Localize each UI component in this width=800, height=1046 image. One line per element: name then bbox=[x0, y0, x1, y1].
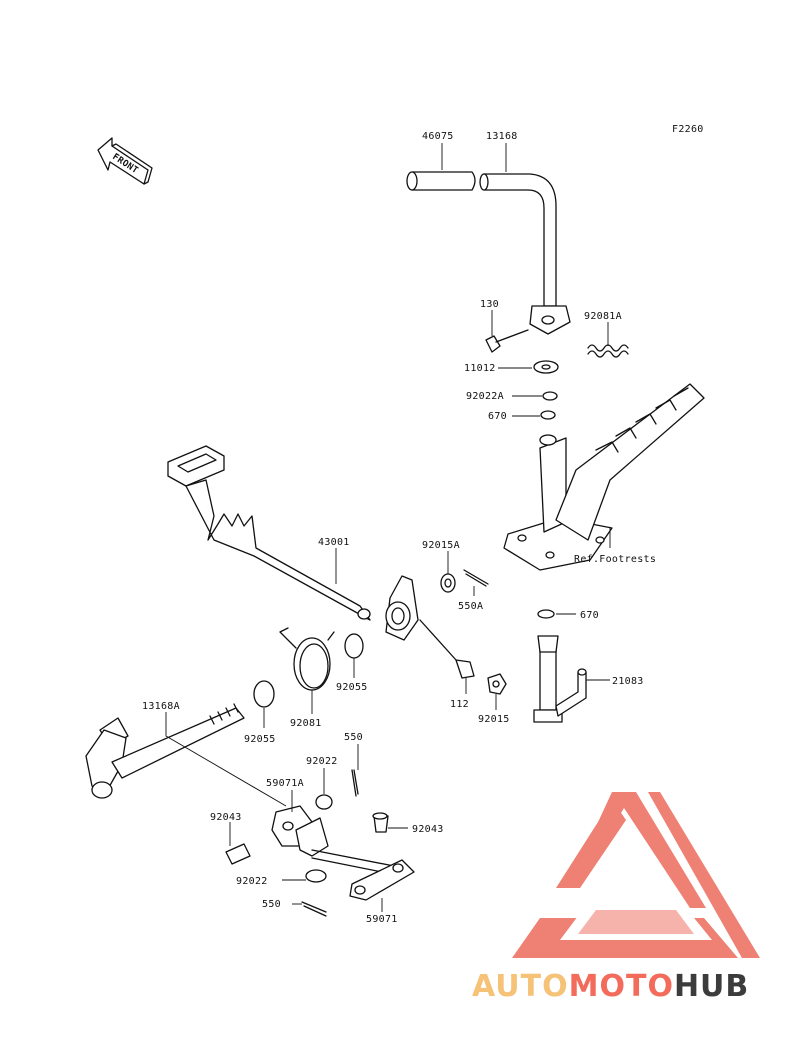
part-label-550-lower: 550 bbox=[262, 899, 281, 910]
link-59071A bbox=[271, 805, 329, 857]
part-label-92043-left: 92043 bbox=[210, 812, 242, 823]
washer-92022A bbox=[542, 391, 558, 401]
part-label-92015A: 92015A bbox=[422, 540, 460, 551]
nut-92015A bbox=[440, 573, 456, 593]
shaft-13168A bbox=[85, 703, 245, 799]
nut-92015 bbox=[487, 673, 507, 695]
pin-92043-left bbox=[225, 843, 251, 865]
part-label-13168: 13168 bbox=[486, 131, 518, 142]
part-label-92043-right: 92043 bbox=[412, 824, 444, 835]
figure-code: F2260 bbox=[672, 124, 704, 135]
oring-92055-right bbox=[344, 633, 364, 659]
part-label-21083: 21083 bbox=[612, 676, 644, 687]
part-label-92081: 92081 bbox=[290, 718, 322, 729]
watermark-logo bbox=[512, 792, 760, 958]
part-labels: 46075 13168 130 92081A 11012 92022A 670 … bbox=[142, 131, 644, 925]
watermark-part-hub: HUB bbox=[674, 969, 749, 1004]
bolt-112 bbox=[419, 619, 475, 679]
shift-lever-13168 bbox=[479, 173, 571, 335]
part-label-59071: 59071 bbox=[366, 914, 398, 925]
washer-92022-upper bbox=[315, 794, 333, 810]
part-label-112: 112 bbox=[450, 699, 469, 710]
part-label-59071A: 59071A bbox=[266, 778, 304, 789]
link-59071 bbox=[349, 859, 415, 901]
spring-92081 bbox=[279, 627, 335, 691]
part-label-13168A: 13168A bbox=[142, 701, 180, 712]
part-label-92081A: 92081A bbox=[584, 311, 622, 322]
shaft-21083 bbox=[533, 635, 587, 723]
oring-670-upper bbox=[540, 410, 556, 420]
washer-92022-lower bbox=[305, 869, 327, 883]
part-label-550-upper: 550 bbox=[344, 732, 363, 743]
part-label-92022-upper: 92022 bbox=[306, 756, 338, 767]
part-label-43001: 43001 bbox=[318, 537, 350, 548]
bolt-130 bbox=[485, 329, 529, 353]
part-label-11012: 11012 bbox=[464, 363, 496, 374]
spring-92081A bbox=[587, 344, 629, 358]
watermark-part-moto: MOTO bbox=[569, 969, 674, 1004]
oring-92055-left bbox=[253, 680, 275, 708]
ref-footrests-label: Ref.Footrests bbox=[574, 554, 656, 565]
footrest-bracket bbox=[503, 383, 705, 571]
pin-92043-right bbox=[372, 812, 389, 833]
leader-lines bbox=[165, 143, 611, 912]
part-label-550A: 550A bbox=[458, 601, 483, 612]
cotter-pin-550-lower bbox=[301, 901, 327, 917]
part-label-670-upper: 670 bbox=[488, 411, 507, 422]
part-label-670-lower: 670 bbox=[580, 610, 599, 621]
part-label-46075: 46075 bbox=[422, 131, 454, 142]
part-label-92015: 92015 bbox=[478, 714, 510, 725]
watermark-brand: AUTOMOTOHUB bbox=[472, 969, 749, 1004]
brake-pedal-43001 bbox=[167, 445, 419, 641]
cotter-pin-550-upper bbox=[351, 769, 359, 797]
oring-670-lower bbox=[537, 609, 555, 619]
part-label-92022A: 92022A bbox=[466, 391, 504, 402]
watermark-part-auto: AUTO bbox=[472, 969, 569, 1004]
part-label-92055-left: 92055 bbox=[244, 734, 276, 745]
part-label-130: 130 bbox=[480, 299, 499, 310]
grip-46075 bbox=[406, 171, 476, 191]
part-label-92022-lower: 92022 bbox=[236, 876, 268, 887]
washer-11012 bbox=[533, 360, 559, 374]
part-label-92055-right: 92055 bbox=[336, 682, 368, 693]
cotter-pin-550A bbox=[463, 569, 489, 587]
front-arrow-icon: FRONT bbox=[97, 137, 153, 185]
